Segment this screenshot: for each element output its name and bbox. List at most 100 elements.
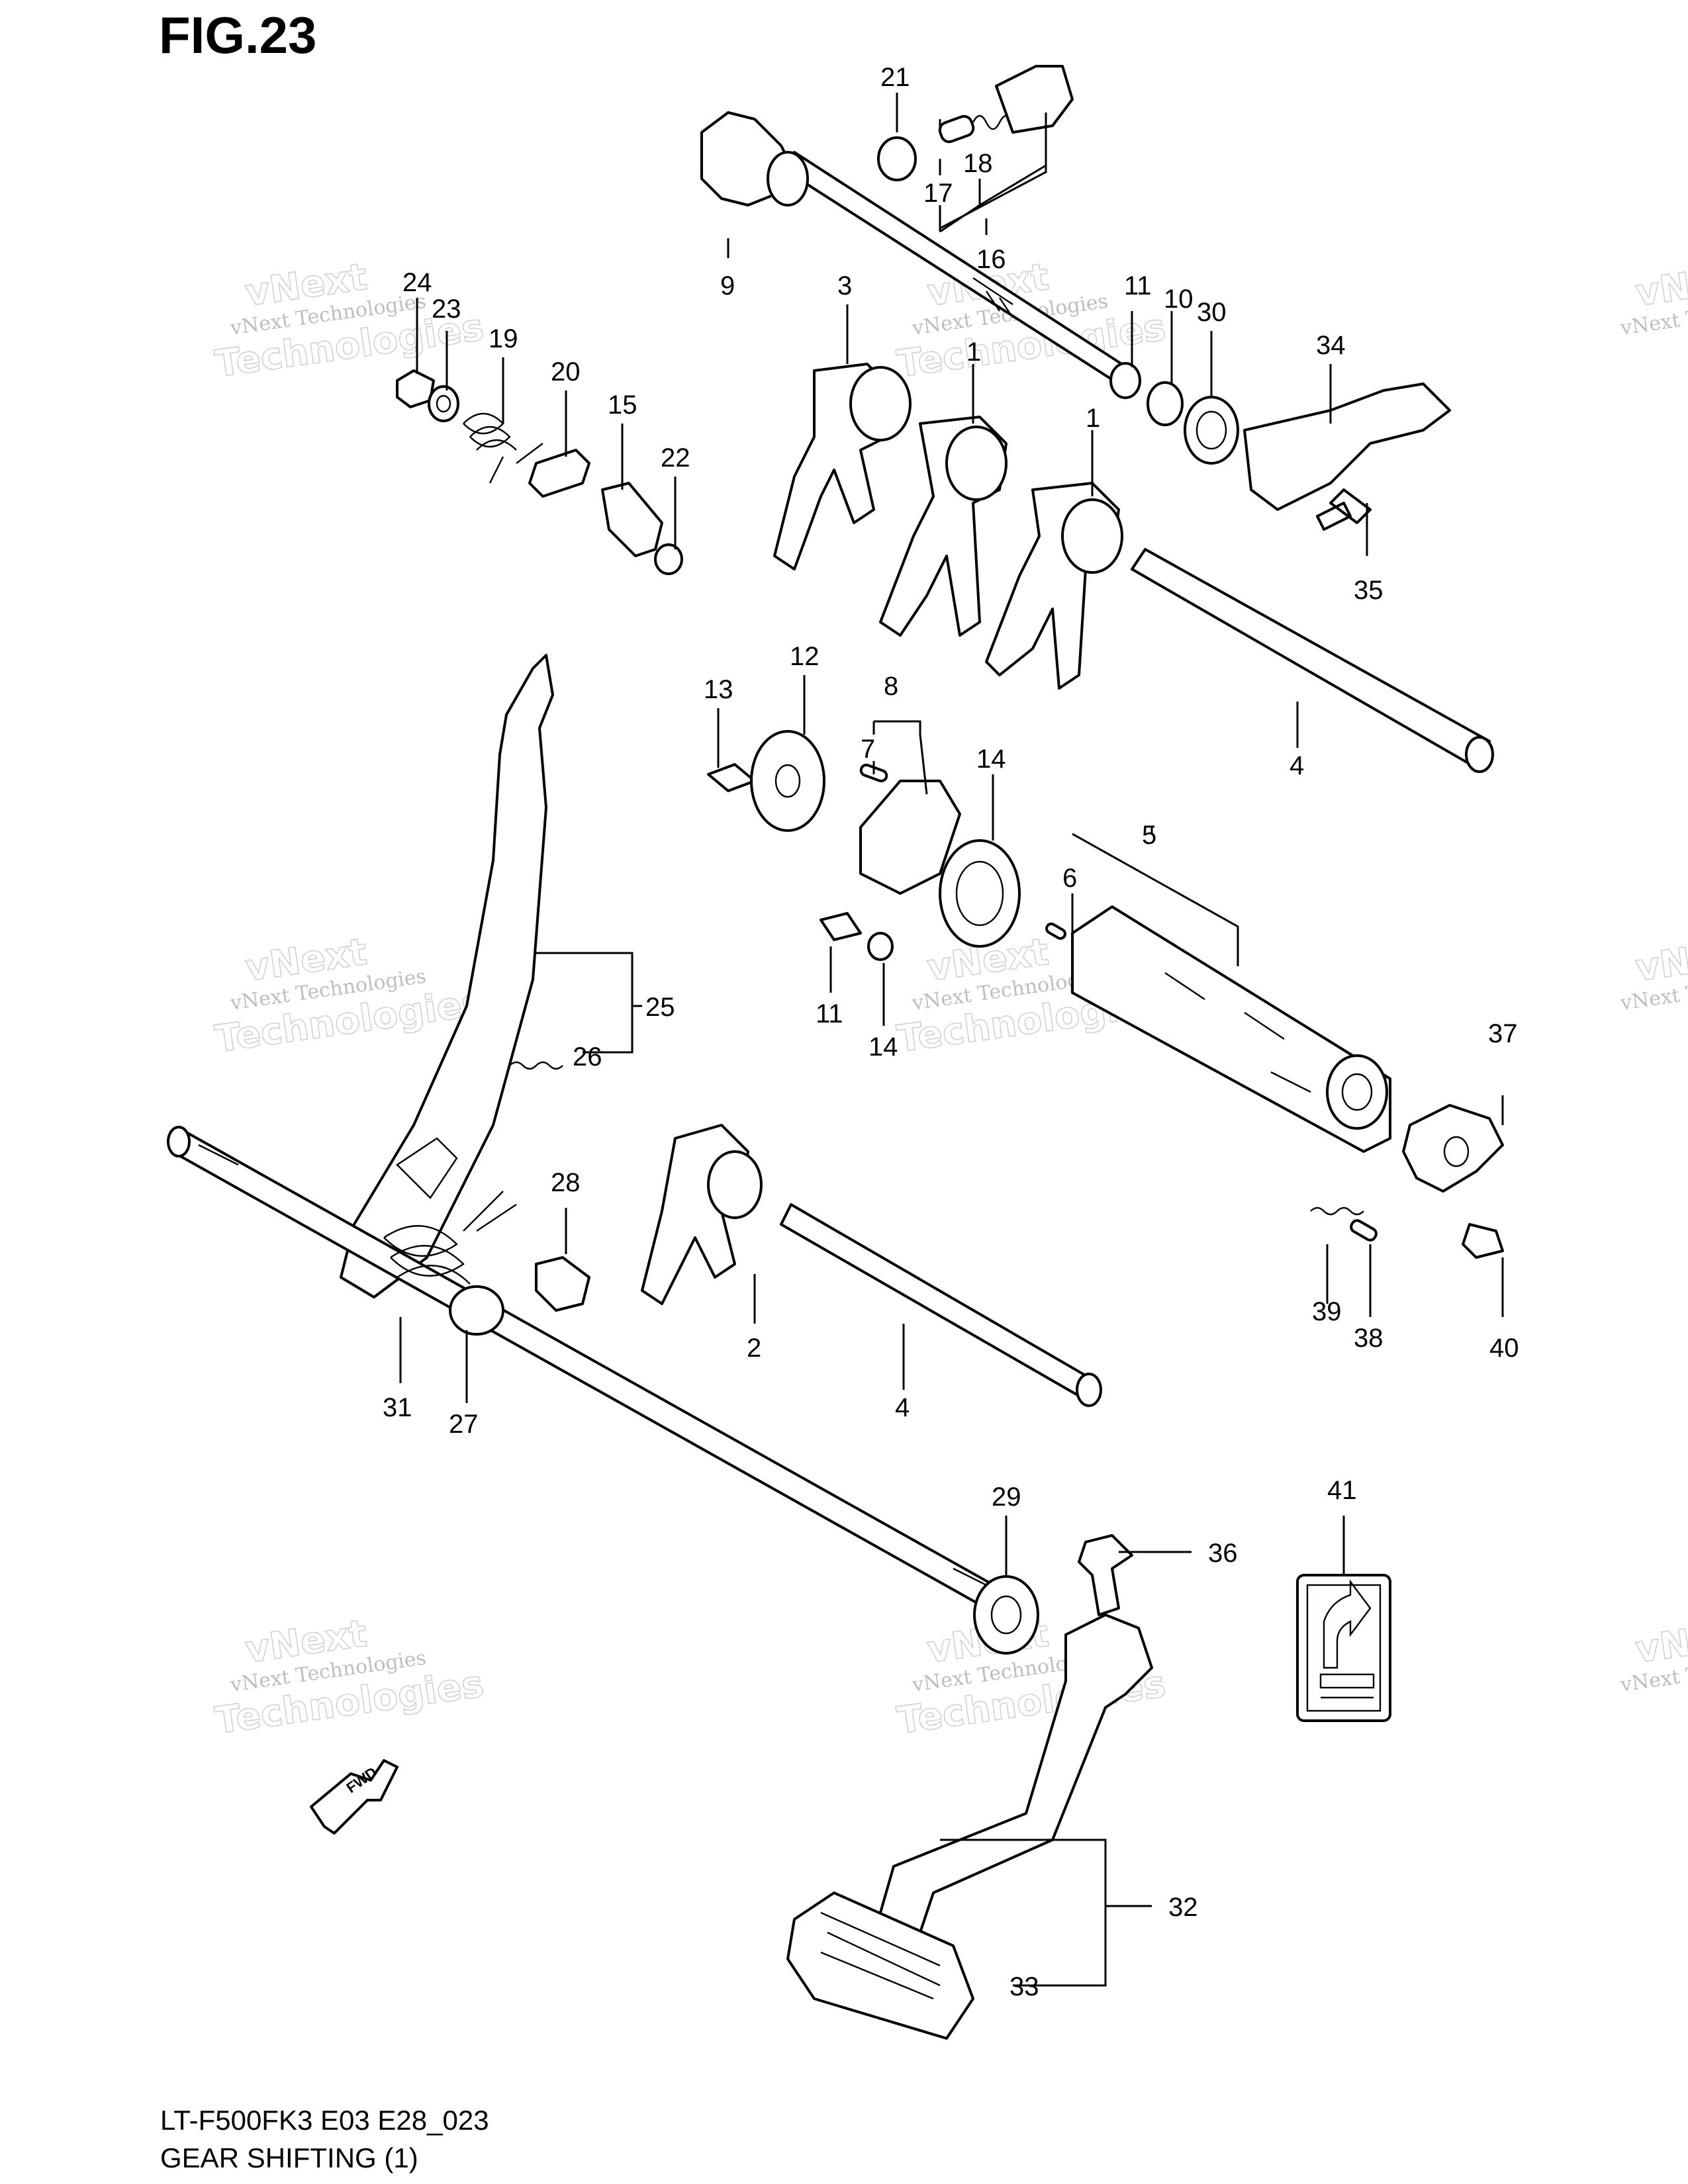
callout-2: 2 [747,1334,761,1363]
part-fork-shaft-upper [1131,548,1494,773]
watermark-vnext: vNext [1633,931,1688,990]
part-group-27 [340,654,563,1298]
part-33-spring [383,1225,471,1285]
callout-35: 33 [1009,1972,1039,2001]
callout-8: 10 [1164,285,1194,314]
fwd-direction-badge: FWD [310,1759,399,1835]
callout-30: 28 [551,1168,581,1197]
model-code: LT-F500FK3 E03 E28_023 [160,2105,489,2136]
part-fork-shaft-lower [780,1203,1102,1407]
callout-41: 39 [1312,1297,1342,1326]
part-group-middle [707,730,1021,961]
part-group-18 [877,65,1074,181]
callout-17: 15 [608,390,637,420]
callout-6: 6 [1062,864,1077,893]
callout-28: 26 [573,1042,602,1071]
callout-10: 8 [884,672,898,701]
part-38-bolt [1078,1534,1133,1616]
part-41-spring [1310,1206,1364,1216]
callout-25: 23 [432,295,461,324]
part-24-washer [654,543,683,575]
part-15-bolt [707,763,756,792]
callout-15: 13 [704,675,733,704]
part-17-stopper [601,482,663,557]
part-19-pin [938,114,975,144]
part-shift-fork-2 [641,1124,763,1305]
part-shift-fork-3 [773,363,912,570]
part-31-oil-seal [973,1575,1039,1655]
part-21-spring [463,412,543,484]
part-shift-fork-1b [985,482,1123,690]
part-group-right-top [1109,362,1451,531]
callout-23: 21 [880,63,910,92]
callout-32: 30 [1197,298,1227,327]
callout-22: 20 [551,357,581,387]
callout-13: 11 [816,999,843,1028]
figure-name: GEAR SHIFTING (1) [160,2142,418,2173]
watermark-vnext: vNext [1633,255,1688,315]
part-16-washer [867,932,894,961]
callout-11: 7 [861,735,875,764]
callout-39: 37 [1488,1019,1518,1048]
part-shift-shaft-upper [700,111,1133,385]
callout-38: 36 [1208,1539,1238,1568]
callout-21: 19 [489,324,518,353]
part-13-bolt [820,912,862,941]
leader-lines [399,93,1504,1987]
part-group-left-top [396,369,683,575]
part-6-pin [1045,923,1066,940]
part-10-cam [859,780,961,895]
part-29-collar [449,1285,504,1336]
callout-33: 31 [383,1393,412,1422]
part-30-bolt [535,1256,590,1312]
part-23-washer [877,136,917,181]
callout-36: 34 [1316,331,1346,360]
part-12-plate [750,730,825,832]
callout-5: 5 [1142,821,1156,850]
part-25-washer [428,385,459,422]
callout-4a: 4 [1289,751,1304,780]
callout-42: 40 [1489,1334,1519,1363]
part-36-arm [1243,383,1451,511]
callout-12: 12 [790,642,820,671]
callout-18: 16 [976,245,1006,274]
figure-title: FIG.23 [159,6,317,64]
part-43-label [1296,1574,1391,1722]
part-32-oil-seal [1184,396,1239,465]
part-28-spring [509,1061,563,1070]
part-group-right-middle [1310,1104,1504,1259]
part-22-bolt [528,449,590,498]
callout-26: 24 [402,268,432,297]
part-bolt-top [995,65,1074,134]
callout-20: 18 [963,149,993,178]
part-39-stopper [1402,1104,1504,1193]
callout-14: 14 [976,745,1006,774]
callout-31: 29 [992,1482,1021,1512]
part-shift-cam-drum [1045,905,1391,1153]
part-gearshift-shaft [167,1126,1039,1655]
callout-labels: 21 17 18 16 9 3 1 1 11 10 30 34 35 4 24 … [383,63,1519,2001]
callout-1a: 1 [966,338,981,367]
callout-40: 38 [1354,1324,1383,1353]
part-shift-fork-1a [879,416,1008,637]
callout-7: 9 [720,271,735,300]
callout-24: 22 [661,443,690,473]
callout-16: 14 [868,1032,898,1062]
callout-43: 41 [1327,1476,1357,1505]
part-8-washer [1147,381,1184,426]
callout-19: 17 [923,179,953,208]
watermark-vnext: vNext [1633,1612,1688,1672]
callout-34: 32 [1168,1893,1198,1922]
callout-1b: 1 [1086,404,1100,433]
part-14-bearing [939,839,1021,948]
callout-9: 11 [1124,271,1152,300]
part-37-bolt [1316,488,1372,531]
part-gearshift-lever [786,1614,1153,2040]
part-40-pin [1350,1219,1378,1242]
part-35-rubber [786,1891,974,2040]
callout-29: 27 [449,1410,479,1439]
callout-37: 35 [1354,576,1383,605]
callout-4b: 4 [895,1393,910,1422]
callout-27: 25 [645,993,675,1022]
